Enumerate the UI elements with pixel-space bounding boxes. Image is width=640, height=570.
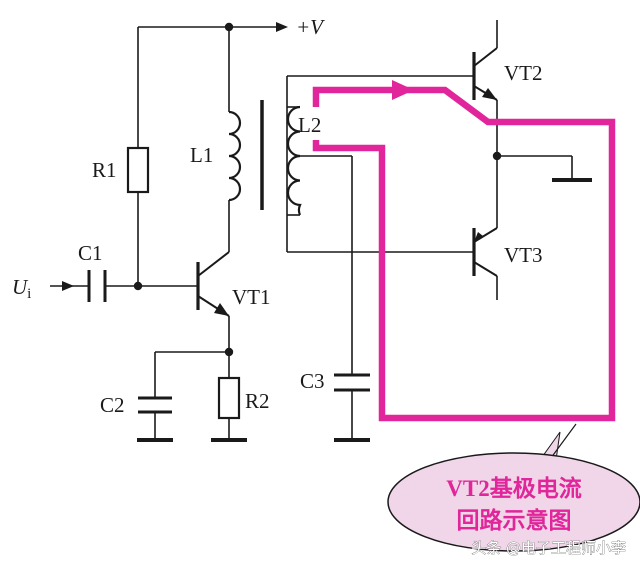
label-c2: C2 xyxy=(100,393,125,417)
label-vt1: VT1 xyxy=(232,285,271,309)
transistor-vt3 xyxy=(472,227,498,277)
label-r1: R1 xyxy=(92,158,117,182)
label-l2: L2 xyxy=(298,113,321,137)
input-arrow xyxy=(62,281,74,291)
inductor-l1 xyxy=(228,110,242,202)
label-vt3: VT3 xyxy=(504,243,543,267)
capacitor-c2 xyxy=(138,396,172,414)
callout-line-1: VT2基极电流 xyxy=(446,475,581,501)
callout-balloon: VT2基极电流 回路示意图 xyxy=(387,423,640,552)
supply-terminal-arrow xyxy=(276,22,288,32)
label-input-main: U xyxy=(12,275,29,299)
ground-symbols xyxy=(137,178,592,442)
capacitor-c1 xyxy=(87,270,107,302)
circuit-wires xyxy=(50,20,573,440)
vt2-base-current-loop xyxy=(312,86,616,422)
watermark: 头条 @电子工程师小李 xyxy=(471,539,626,557)
capacitor-c3 xyxy=(334,373,370,392)
label-supply: +V xyxy=(296,15,325,39)
label-r2: R2 xyxy=(245,389,270,413)
label-l1: L1 xyxy=(190,143,213,167)
loop-direction-arrow xyxy=(392,80,414,100)
inductor-l2 xyxy=(286,105,302,216)
transistor-vt1 xyxy=(196,251,230,317)
callout-line-2: 回路示意图 xyxy=(457,507,572,533)
label-input-subscript: i xyxy=(27,286,31,302)
label-input: Ui xyxy=(12,275,31,302)
vt3-emitter-arrow xyxy=(474,232,483,242)
label-c1: C1 xyxy=(78,241,103,265)
vt2-emitter-arrow xyxy=(482,88,497,100)
vt1-emitter-arrow xyxy=(214,303,229,316)
resistor-r2 xyxy=(217,376,241,420)
label-c3: C3 xyxy=(300,369,325,393)
junction-dots xyxy=(133,22,502,357)
resistor-r1 xyxy=(126,146,150,194)
label-vt2: VT2 xyxy=(504,61,543,85)
